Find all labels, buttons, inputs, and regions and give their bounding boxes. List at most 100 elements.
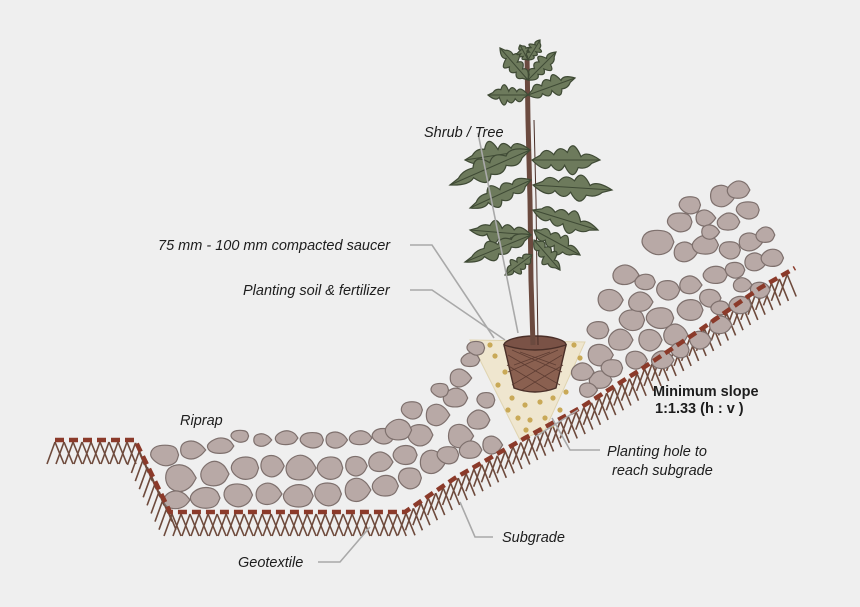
root-line [504,446,514,470]
rock-icon [695,209,717,227]
rock-icon [255,482,283,506]
rock-icon [678,196,702,215]
rock-icon [368,451,394,473]
rock-icon [348,430,373,446]
rock-icon [656,280,681,301]
root-line [636,373,647,397]
label-riprap: Riprap [180,413,223,429]
leaf-vein [533,239,561,271]
rock-icon [641,229,675,256]
root-line [473,468,484,492]
root-line [535,433,547,457]
rock-icon [634,273,656,291]
root-line [575,411,586,435]
rock-icon [728,295,752,315]
root-line [449,482,461,506]
root-line [480,460,491,483]
root-line [778,278,790,302]
fertilizer-granule [505,407,511,413]
fertilizer-granule [495,382,501,388]
root-line [543,429,555,452]
root-line [457,473,467,496]
root-line [82,441,92,465]
root-line [535,429,546,452]
root-line [412,507,424,531]
root-line [289,513,299,537]
rock-icon [586,321,610,340]
rock-icon [716,212,741,231]
rock-icon [732,277,753,293]
root-line [567,411,577,435]
rock-icon [150,444,180,467]
rock-icon [230,456,260,480]
root-line [590,402,602,426]
fertilizer-granule [522,402,528,408]
root-line [388,513,398,537]
root-line [496,455,508,479]
root-line [628,378,640,402]
root-line [73,441,83,465]
rock-icon [253,433,273,447]
root-line [55,441,65,465]
fertilizer-granule [515,415,521,421]
root-line [519,437,530,461]
root-line [770,278,781,302]
rock-icon [200,460,230,487]
root-line [583,407,594,430]
root-line [465,468,475,492]
root-line [441,482,452,506]
root-line [520,442,531,465]
root-line [643,363,653,387]
rock-icon [299,431,325,449]
root-line [434,487,444,511]
root-line [559,420,571,444]
rock-icon [726,180,751,199]
root-line [488,459,500,483]
rock-icon [384,418,413,441]
rock-icon [600,359,624,378]
label-compacted-saucer: 75 mm - 100 mm compacted saucer [158,238,391,254]
root-line [628,373,638,397]
root-line [613,383,623,406]
root-line [298,513,308,537]
leaf-vein [449,149,531,186]
geotextile-line [55,266,797,515]
root-line [253,513,263,537]
rock-icon [282,484,314,508]
rock-icon [676,299,704,321]
root-line [551,424,563,448]
label-shrub-tree: Shrub / Tree [424,125,504,141]
root-line [217,513,227,537]
root-line [154,499,164,522]
root-line [527,437,539,461]
rock-icon [230,429,250,443]
rock-icon [701,224,721,240]
rock-icon [344,477,372,503]
root-line [100,441,110,465]
rock-icon [735,201,760,220]
root-line [208,513,218,537]
rock-icon [314,482,343,507]
rock-icon [425,403,451,427]
root-line [543,424,554,448]
root-line [620,378,631,401]
root-line [412,502,422,526]
label-reach-subgrade: reach subgrade [612,463,713,479]
rock-icon [285,454,317,481]
rock-icon [392,444,418,466]
label-planting-hole: Planting hole to [607,444,707,460]
leaf-vein [527,77,576,96]
fertilizer-granule [557,407,563,413]
rock-icon [597,288,624,312]
root-line [370,513,380,537]
rock-icon [702,265,728,285]
root-line [635,368,646,392]
root-line [582,402,593,426]
root-line [442,487,453,511]
root-line [181,513,191,537]
root-line [427,497,439,521]
root-line [361,513,371,537]
rock-icon [163,490,191,510]
label-planting-soil: Planting soil & fertilizer [243,283,391,299]
